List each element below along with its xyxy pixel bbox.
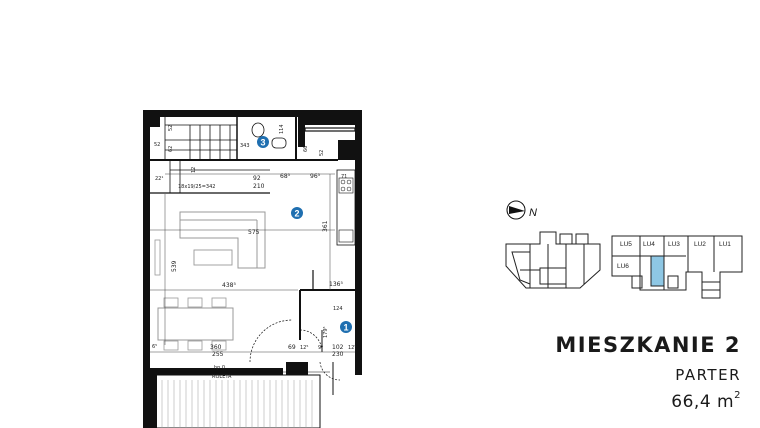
wall-block-vertical [298,117,305,147]
dim-221: 22¹ [155,176,163,182]
dim-255: 255 [212,351,224,358]
wall-block-top [298,117,355,125]
toilet [251,122,265,138]
dim-343: 343 [240,143,250,149]
dim-95: 9⁵ [318,345,323,351]
tv-unit [154,239,161,276]
dim-102: 102 [332,344,344,351]
room-marker-2: 2 [291,207,303,219]
dim-360: 360 [210,344,222,351]
room-number-2: 2 [294,209,299,219]
terrace-wall-left [143,375,157,428]
wall-bottom-left [143,368,283,375]
dim-125: 12⁵ [300,345,308,351]
north-arrow: N [506,200,537,220]
door-swings [249,319,341,381]
dim-69: 69 [288,344,296,351]
dim-210: 210 [253,183,265,190]
key-plan: LU5 LU4 LU3 LU2 LU1 LU6 [611,235,743,299]
dim-114: 114 [279,124,285,134]
room-number-3: 3 [260,138,265,148]
sofa [179,211,266,269]
floor-label: PARTER [675,366,741,384]
dim-12: 12 [191,167,197,173]
key-unit-lu6: LU6 [617,263,629,270]
site-plan [505,231,601,289]
dim-52b: 52 [154,142,160,148]
key-unit-lu1: LU1 [719,241,731,248]
dim-66: 66 [303,146,309,152]
apartment-plan: 52 62 52 343 114 22¹ 12 92 210 68⁵ 96⁵ 7… [143,110,362,428]
dim-575: 575 [248,229,260,236]
dining-chairs [163,297,227,351]
dim-stairs: 18x19/25=342 [178,184,215,190]
dim-539: 539 [171,260,178,272]
key-unit-lu5: LU5 [620,241,632,248]
dim-hp: hp 0 [214,365,225,371]
key-unit-lu2: LU2 [694,241,706,248]
area-unit-superscript: 2 [734,390,741,402]
dim-4385: 438⁵ [222,282,236,289]
dim-1365: 136⁵ [329,281,343,288]
wall-right [355,110,362,375]
dim-52c: 52 [319,150,325,156]
sink [271,137,287,149]
north-arrow-icon [509,206,525,214]
area-label: 66,4 m2 [671,390,741,412]
dim-685: 68⁵ [280,173,291,180]
dim-965: 96⁵ [310,173,321,180]
dim-71: 71 [341,174,347,180]
dim-361: 361 [322,220,329,232]
kitchen-counter [336,169,356,246]
terrace-decking [155,380,313,428]
wall-top [143,110,361,117]
wall-left [143,110,150,375]
dim-230: 230 [332,351,344,358]
apartment-title: MIESZKANIE 2 [555,333,741,357]
area-value: 66,4 m [671,392,735,412]
wall-shaft [338,140,355,160]
coffee-table [193,249,233,266]
terrace [149,374,321,428]
dim-125b: 12⁵ [348,345,356,351]
room-marker-1: 1 [340,321,352,333]
room-marker-3: 3 [257,136,269,148]
dining-table [157,307,234,341]
label-roleta: ROLETA [212,374,232,380]
dim-52a: 52 [168,125,174,131]
room-number-1: 1 [343,323,348,333]
key-plan-highlight [650,255,665,287]
wall-pillar-bottom [286,362,308,375]
dim-6: 6⁵ [152,344,157,350]
key-unit-lu4: LU4 [643,241,655,248]
north-label: N [529,207,537,219]
dim-62: 62 [168,146,174,152]
key-unit-lu3: LU3 [668,241,680,248]
dim-92: 92 [253,175,261,182]
dimension-lines [150,173,355,353]
dim-1795: 179⁵ [323,326,329,338]
wall-corner-block [150,117,160,127]
stairs [164,117,270,193]
dim-124: 124 [333,306,343,312]
